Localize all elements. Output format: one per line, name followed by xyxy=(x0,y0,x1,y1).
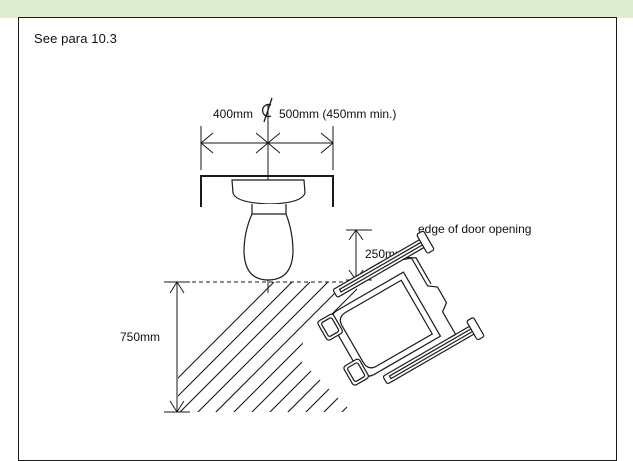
transfer-zone-hatching xyxy=(178,282,357,412)
cistern-bracket xyxy=(200,175,334,207)
right-width-label: 500mm (450mm min.) xyxy=(279,107,396,121)
depth-dimension xyxy=(164,281,190,413)
figure-panel xyxy=(18,17,617,461)
door-edge-label: edge of door opening xyxy=(418,222,531,236)
depth-label: 750mm xyxy=(120,330,160,344)
header-band xyxy=(0,0,633,18)
wc-pan-icon xyxy=(231,179,306,281)
wheelchair-icon xyxy=(317,230,485,386)
reference-caption: See para 10.3 xyxy=(34,31,117,46)
width-dimension xyxy=(200,126,334,170)
centreline-symbol-icon xyxy=(261,97,273,123)
left-width-label: 400mm xyxy=(213,107,253,121)
